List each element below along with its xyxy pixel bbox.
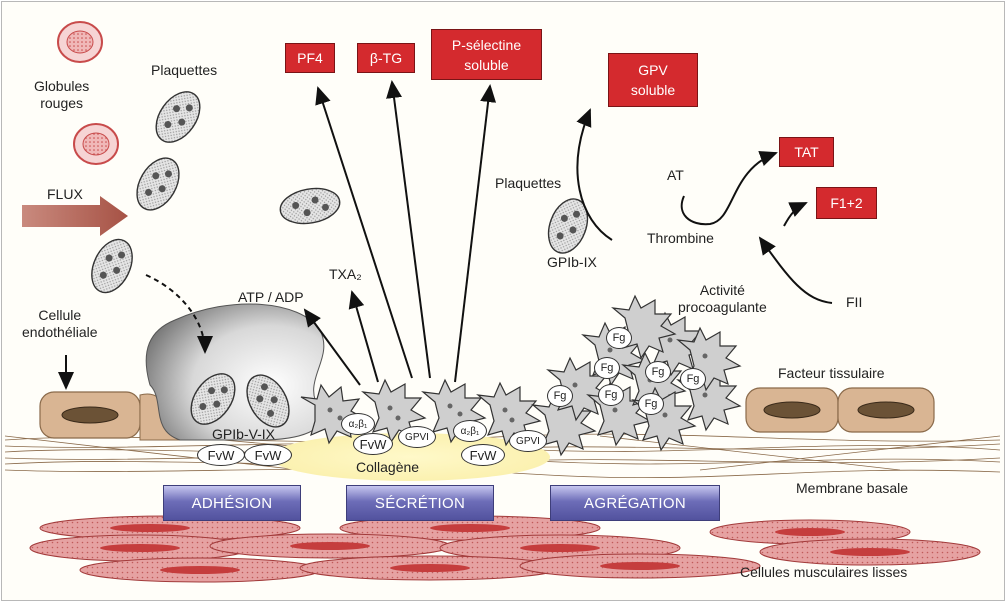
label-cellule-endotheliale: Cellule endothéliale [22, 307, 98, 340]
label-plaquettes-left: Plaquettes [151, 62, 218, 78]
fibrinogen-3: Fg [645, 361, 671, 383]
flux-arrow [22, 196, 128, 236]
receptor-a2b1-2: α₂β₁ [453, 420, 487, 442]
label-fii: FII [846, 294, 863, 310]
box-beta-tg: β-TG [357, 43, 415, 73]
label-gpib-v-ix: GPIb-V-IX [212, 426, 276, 442]
label-txa2: TXA₂ [329, 266, 362, 282]
box-gpv: GPV soluble [608, 53, 698, 107]
fibrinogen-2: Fg [594, 357, 620, 379]
receptor-gpvi-1: GPVI [398, 426, 436, 448]
label-at: AT [667, 167, 684, 183]
label-flux: FLUX [47, 186, 83, 202]
stage-secretion: SÉCRÉTION [346, 485, 494, 521]
endothelial-cells [39, 387, 935, 441]
fibrinogen-7: Fg [638, 393, 664, 415]
receptor-fvw-1: FvW [197, 444, 245, 466]
receptor-a2b1-1: α₂β₁ [341, 413, 375, 435]
fibrinogen-5: Fg [547, 385, 573, 407]
label-gpib-ix: GPIb-IX [547, 254, 597, 270]
label-activite-procoagulante: Activité procoagulante [678, 282, 767, 315]
label-facteur-tissulaire: Facteur tissulaire [778, 365, 885, 381]
label-atp-adp: ATP / ADP [238, 289, 304, 305]
receptor-fvw-3: FvW [353, 433, 393, 455]
label-globules-rouges: Globules rouges [34, 78, 90, 111]
label-collagene: Collagène [356, 459, 420, 475]
fibrinogen-4: Fg [680, 368, 706, 390]
label-plaquettes-right: Plaquettes [495, 175, 562, 191]
receptor-fvw-2: FvW [244, 444, 292, 466]
arrows [58, 80, 833, 390]
fibrinogen-6: Fg [598, 384, 624, 406]
stage-adhesion: ADHÉSION [163, 485, 301, 521]
box-f1-2: F1+2 [816, 187, 877, 219]
adherent-platelet-blob [145, 303, 325, 441]
box-pf4: PF4 [285, 43, 335, 73]
box-p-selectine: P-sélectine soluble [431, 29, 542, 80]
receptor-gpvi-2: GPVI [509, 430, 547, 452]
stage-agregation: AGRÉGATION [550, 485, 720, 521]
receptor-fvw-4: FvW [461, 444, 505, 466]
smooth-muscle-cells [29, 515, 981, 583]
box-tat: TAT [779, 137, 834, 167]
free-platelets [91, 91, 589, 428]
label-cellules-musculaires-lisses: Cellules musculaires lisses [740, 564, 908, 580]
red-blood-cells [57, 21, 119, 165]
fibrinogen-1: Fg [606, 327, 632, 349]
label-membrane-basale: Membrane basale [796, 480, 909, 496]
label-thrombine: Thrombine [647, 230, 714, 246]
